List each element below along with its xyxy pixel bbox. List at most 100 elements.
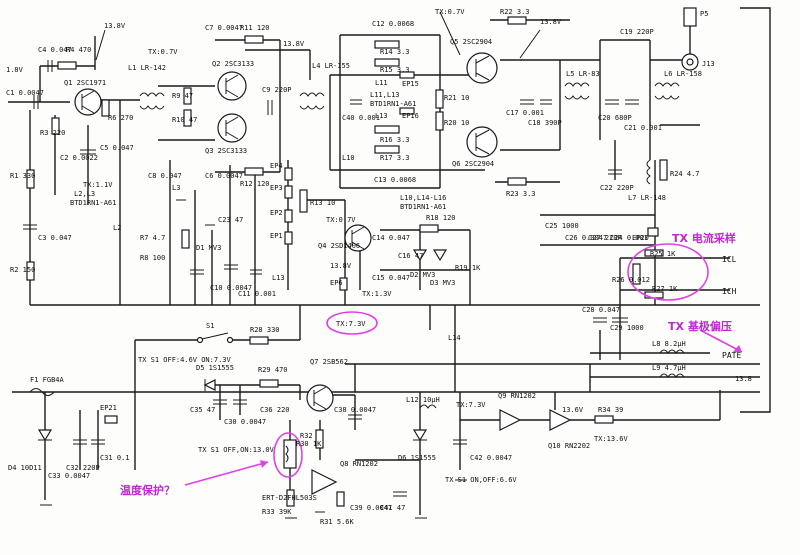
c24-label: C24 0.001 xyxy=(610,234,648,242)
ep-beads xyxy=(104,71,659,424)
r11-label: R11 120 xyxy=(240,24,270,32)
r3-label: R3 220 xyxy=(40,129,65,137)
v138-label-b: 13.8V xyxy=(283,40,305,48)
transistors xyxy=(74,52,498,412)
s1-off-label: TX S1 OFF:4.6V ON:7.3V xyxy=(138,356,232,364)
c31-label: C31 0.1 xyxy=(100,454,130,462)
c12-label: C12 0.0068 xyxy=(372,20,414,28)
c23-label: C23 47 xyxy=(218,216,243,224)
r14-label: R14 3.3 xyxy=(380,48,410,56)
ground-symbols xyxy=(40,199,467,519)
d4-label: D4 10D11 xyxy=(8,464,42,472)
l8-coil xyxy=(659,349,685,354)
l7-label: L7 LR-148 xyxy=(628,194,666,202)
d1-label: D1 MV3 xyxy=(196,244,221,252)
d6-label: D6 1S1555 xyxy=(398,454,436,462)
l12-coil xyxy=(419,404,437,409)
l4-label: L4 LR-155 xyxy=(312,62,350,70)
r29-label: R29 470 xyxy=(258,366,288,374)
ich-label: ICH xyxy=(722,287,737,296)
l23-label: L2,L3 xyxy=(74,190,95,198)
btd2-label: BTD1RN1-A61 xyxy=(370,100,416,108)
q3-transistor xyxy=(217,113,247,143)
q2-label: Q2 2SC3133 xyxy=(212,60,254,68)
c28-label: C28 0.047 xyxy=(582,306,620,314)
l4-coil xyxy=(299,92,325,97)
q10-label: Q10 RN2202 xyxy=(548,442,590,450)
d2-label: D2 MV3 xyxy=(410,271,435,279)
q5-label: Q5 2SC2904 xyxy=(450,38,492,46)
l9-label: L9 4.7μH xyxy=(652,364,686,372)
r20-label: R20 10 xyxy=(444,119,469,127)
l10-label: L10 xyxy=(342,154,355,162)
c22-label: C22 220P xyxy=(600,184,634,192)
r24-label: R24 4.7 xyxy=(670,170,700,178)
buffers xyxy=(311,409,572,495)
r21-label: R21 10 xyxy=(444,94,469,102)
tx07-label-a: TX:0.7V xyxy=(148,48,178,56)
ert-label: ERT-D2FHL503S xyxy=(262,494,317,502)
c9-label: C9 220P xyxy=(262,86,292,94)
q6-transistor xyxy=(466,126,498,158)
l2-label: L2 xyxy=(113,224,121,232)
d5-label: D5 1S1555 xyxy=(196,364,234,372)
c17-label: C17 0.001 xyxy=(506,109,544,117)
q1-transistor xyxy=(74,88,102,116)
c5-label: C5 0.047 xyxy=(100,144,134,152)
q10-buffer xyxy=(549,409,572,431)
tx-current-annotation: TX 电流采样 xyxy=(672,231,736,245)
q9-buffer xyxy=(499,409,522,431)
c16-label: C16 47 xyxy=(398,252,423,260)
c13-label: C13 0.0068 xyxy=(374,176,416,184)
ep4-label: EP4 xyxy=(270,162,283,170)
tx07-label-c: TX:0.7V xyxy=(326,216,356,224)
c26-label: C26 0.0047 xyxy=(565,234,607,242)
ep16-label: EP16 xyxy=(402,112,419,120)
c8-label: C8 0.047 xyxy=(148,172,182,180)
r31-label: R31 5.6K xyxy=(320,518,355,526)
c4-label: C4 0.047 xyxy=(38,46,72,54)
connector-p5-j13 xyxy=(681,7,699,71)
r22-label: R22 3.3 xyxy=(500,8,530,16)
c33-label: C33 0.0047 xyxy=(48,472,90,480)
l9-coil xyxy=(659,373,685,378)
ep2-label: EP2 xyxy=(270,209,283,217)
c40-label: C40 0.001 xyxy=(342,114,380,122)
c25-label: C25 1000 xyxy=(545,222,579,230)
tx-bias-annotation: TX 基极偏压 xyxy=(668,319,732,333)
l6-label: L6 LR-158 xyxy=(664,70,702,78)
c19-label: C19 220P xyxy=(620,28,654,36)
v138-label-d: 13.8V xyxy=(330,262,352,270)
l10-group-label: L10,L14-L16 xyxy=(400,194,446,202)
l7-coil xyxy=(646,159,651,185)
r2-label: R2 150 xyxy=(10,266,35,274)
c30-label: C30 0.0047 xyxy=(224,418,266,426)
v138-label-a: 13.8V xyxy=(104,22,126,30)
switch-s1 xyxy=(196,332,234,344)
q1-label: Q1 2SC1971 xyxy=(64,79,106,87)
c6-label: C6 0.0047 xyxy=(205,172,243,180)
ep15-label: EP15 xyxy=(402,80,419,88)
pate-label: PATE xyxy=(722,351,741,360)
ep21-label: EP21 xyxy=(100,404,117,412)
r33-label: R33 39K xyxy=(262,508,292,516)
r4-label: R4 470 xyxy=(66,46,91,54)
q2-transistor xyxy=(217,71,247,101)
r17-label: R17 3.3 xyxy=(380,154,410,162)
c36-label: C36 220 xyxy=(260,406,290,414)
temp-protect-annotation: 温度保护？ xyxy=(120,483,175,497)
p5-label: P5 xyxy=(700,10,708,18)
q5-transistor xyxy=(466,52,498,84)
current-sense-highlight xyxy=(627,243,709,301)
r28-label: R28 330 xyxy=(250,326,280,334)
s1-on-label: TX S1 ON,OFF:6.6V xyxy=(445,476,517,484)
q7-label: Q7 2SB562 xyxy=(310,358,348,366)
c7-label: C7 0.0047 xyxy=(205,24,243,32)
c3-label: C3 0.047 xyxy=(38,234,72,242)
f1-label: F1 FGB4A xyxy=(30,376,65,384)
q9-label: Q9 RN1202 xyxy=(498,392,536,400)
l1-coil xyxy=(139,92,165,97)
v138-label-e: 13.8 xyxy=(735,375,752,383)
